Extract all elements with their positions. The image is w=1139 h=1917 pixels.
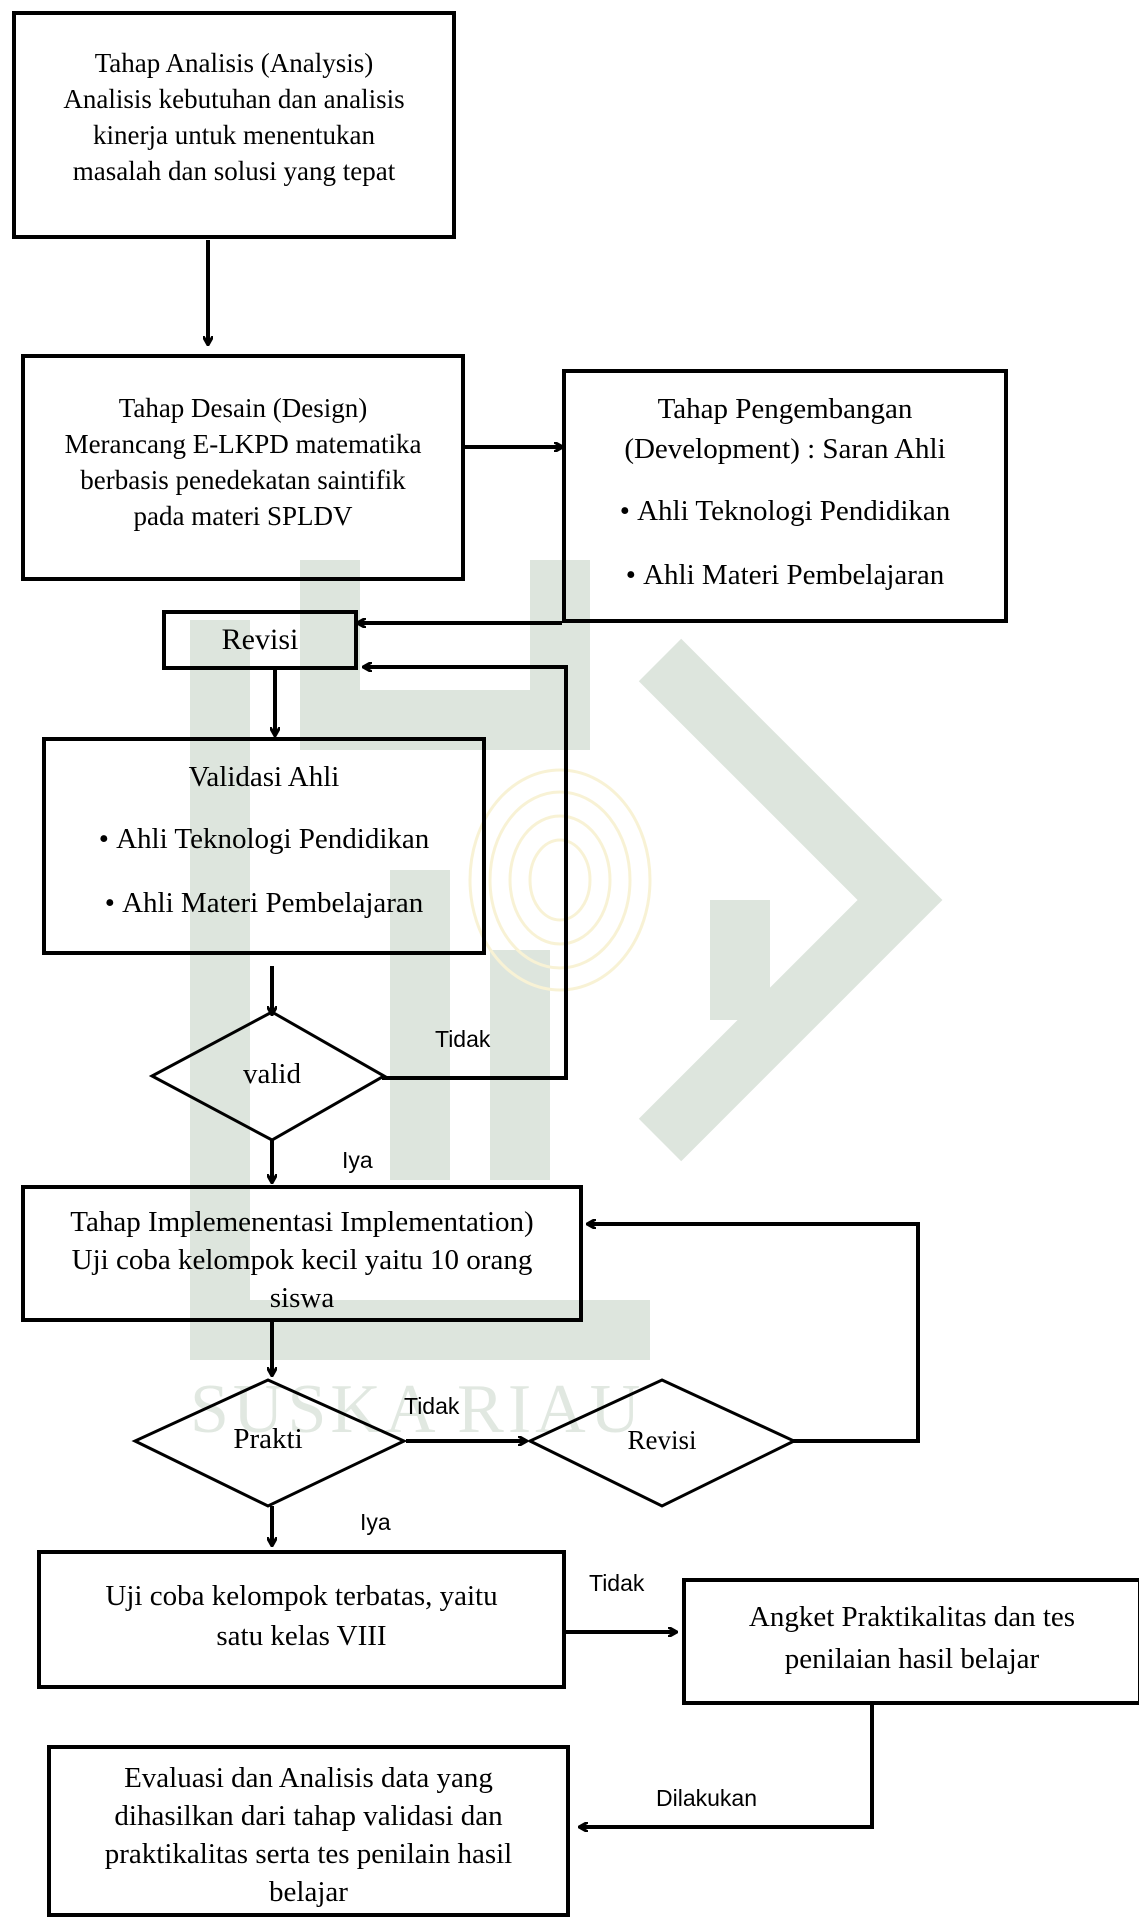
valid-label: valid xyxy=(243,1058,301,1090)
limited-trial-box: Uji coba kelompok terbatas, yaitu satu k… xyxy=(37,1550,566,1689)
development-box: Tahap Pengembangan (Development) : Saran… xyxy=(562,369,1008,623)
revisi-label: Revisi xyxy=(221,623,299,656)
evaluation-box: Evaluasi dan Analisis data yang dihasilk… xyxy=(47,1745,570,1917)
limited-trial-text-2: satu kelas VIII xyxy=(216,1620,387,1652)
analysis-text-1: Analisis kebutuhan dan analisis xyxy=(63,84,405,114)
development-title: Tahap Pengembangan xyxy=(657,393,913,425)
edge-label-dilakukan: Dilakukan xyxy=(656,1785,757,1811)
design-box: Tahap Desain (Design) Merancang E-LKPD m… xyxy=(21,354,465,581)
analysis-box: Tahap Analisis (Analysis) Analisis kebut… xyxy=(12,11,456,239)
evaluation-text-2: dihasilkan dari tahap validasi dan xyxy=(114,1800,503,1832)
implementation-box: Tahap Implemenentasi Implementation) Uji… xyxy=(21,1185,583,1322)
evaluation-text-4: belajar xyxy=(269,1876,348,1908)
edge-label-tidak-valid: Tidak xyxy=(435,1026,491,1052)
implementation-text-2: siswa xyxy=(269,1282,335,1314)
validation-box: Validasi Ahli Ahli Teknologi Pendidikan … xyxy=(42,737,486,955)
valid-diamond xyxy=(148,1010,388,1142)
questionnaire-text-2: penilaian hasil belajar xyxy=(784,1643,1040,1675)
development-bullet-2: Ahli Materi Pembelajaran xyxy=(566,555,1004,595)
validation-bullet-2: Ahli Materi Pembelajaran xyxy=(46,883,482,923)
questionnaire-box: Angket Praktikalitas dan tes penilaian h… xyxy=(682,1578,1139,1705)
evaluation-text-3: praktikalitas serta tes penilain hasil xyxy=(104,1838,513,1870)
analysis-text-3: masalah dan solusi yang tepat xyxy=(72,156,396,186)
development-subtitle: (Development) : Saran Ahli xyxy=(624,433,946,465)
design-text-3: pada materi SPLDV xyxy=(133,501,353,531)
edge-label-tidak-prakti: Tidak xyxy=(404,1393,460,1419)
design-text-2: berbasis penedekatan saintifik xyxy=(80,465,406,495)
implementation-text-1: Uji coba kelompok kecil yaitu 10 orang xyxy=(71,1244,533,1276)
evaluation-text-1: Evaluasi dan Analisis data yang xyxy=(124,1762,493,1794)
revisi-box: Revisi xyxy=(162,610,358,670)
questionnaire-text-1: Angket Praktikalitas dan tes xyxy=(748,1601,1076,1633)
development-bullet-1: Ahli Teknologi Pendidikan xyxy=(566,491,1004,531)
edge-label-iya-prakti: Iya xyxy=(360,1509,391,1535)
implementation-title: Tahap Implemenentasi Implementation) xyxy=(70,1206,534,1238)
edge-label-tidak-limited: Tidak xyxy=(589,1570,645,1596)
design-text-1: Merancang E-LKPD matematika xyxy=(64,429,422,459)
edge-label-iya-valid: Iya xyxy=(342,1147,373,1173)
prakti-label: Prakti xyxy=(233,1423,303,1455)
design-title: Tahap Desain (Design) xyxy=(118,393,368,423)
watermark-text: SUSKA RIAU xyxy=(190,1371,645,1448)
limited-trial-text-1: Uji coba kelompok terbatas, yaitu xyxy=(105,1580,498,1612)
revisi-diamond xyxy=(526,1378,798,1508)
validation-bullet-1: Ahli Teknologi Pendidikan xyxy=(46,819,482,859)
revisi-diamond-label: Revisi xyxy=(627,1425,697,1455)
analysis-title: Tahap Analisis (Analysis) xyxy=(94,48,374,78)
prakti-diamond xyxy=(131,1378,408,1508)
validation-title: Validasi Ahli xyxy=(188,761,340,793)
analysis-text-2: kinerja untuk menentukan xyxy=(93,120,375,150)
